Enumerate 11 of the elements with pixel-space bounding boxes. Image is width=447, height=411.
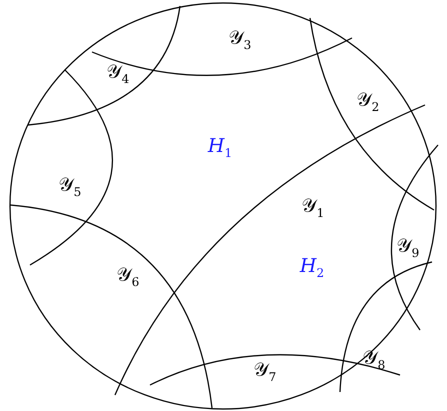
region-label: 𝒴$_{1}$ [302, 197, 324, 219]
region-label: 𝒴$_{8}$ [362, 349, 386, 371]
region-label: H$_{1}$ [208, 137, 232, 159]
region-label: 𝒴$_{9}$ [396, 237, 420, 259]
region-label: 𝒴$_{2}$ [356, 91, 380, 113]
region-label: 𝒴$_{5}$ [58, 176, 82, 198]
region-label: 𝒴$_{6}$ [116, 266, 140, 288]
region-label: 𝒴$_{4}$ [106, 63, 130, 85]
region-label: 𝒴$_{7}$ [254, 361, 276, 383]
region-label: 𝒴$_{3}$ [228, 29, 252, 51]
region-label: H$_{2}$ [300, 257, 324, 279]
